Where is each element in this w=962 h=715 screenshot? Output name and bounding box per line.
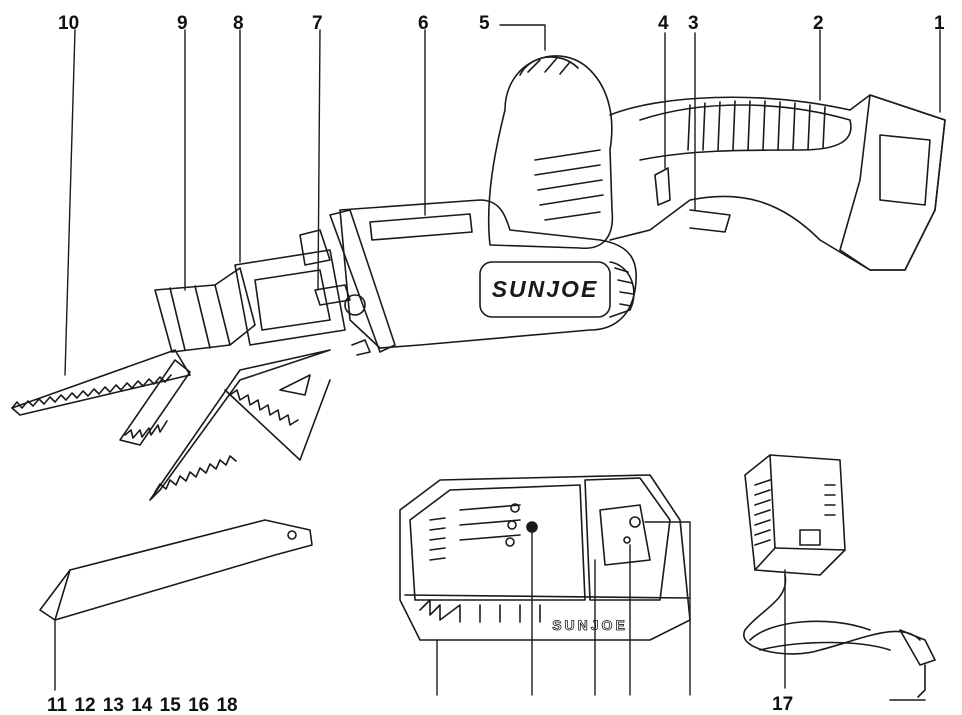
battery-pack (399, 474, 691, 641)
callout-label-1: 1 (934, 13, 945, 34)
callout-label-12: 12 (74, 695, 96, 715)
callout-label-14: 14 (131, 695, 153, 715)
callout-label-11: 11 (47, 695, 68, 715)
callout-label-18: 18 (216, 695, 238, 715)
callout-label-9: 9 (177, 13, 188, 34)
callout-label-8: 8 (233, 13, 244, 34)
blades-attached (11, 349, 331, 501)
callout-label-4: 4 (658, 13, 669, 34)
callout-label-3: 3 (688, 13, 699, 34)
callout-label-10: 10 (58, 13, 80, 34)
callout-label-17: 17 (772, 694, 794, 715)
callout-label-16: 16 (188, 695, 210, 715)
callout-label-6: 6 (418, 13, 429, 34)
loose-blade (39, 519, 313, 621)
bottom-callout-row: 11 12 13 14 15 16 18 (47, 695, 238, 715)
brand-logo-text: SUNJOE (492, 276, 599, 302)
callout-label-15: 15 (159, 695, 181, 715)
leader-lines (54, 24, 941, 696)
callout-label-2: 2 (813, 13, 824, 34)
battery-brand-text: SUNJOE (552, 617, 628, 633)
saw-body (154, 55, 946, 356)
charger (743, 454, 936, 701)
callout-label-13: 13 (102, 695, 124, 715)
callout-label-7: 7 (312, 13, 323, 34)
callout-label-5: 5 (479, 13, 490, 34)
